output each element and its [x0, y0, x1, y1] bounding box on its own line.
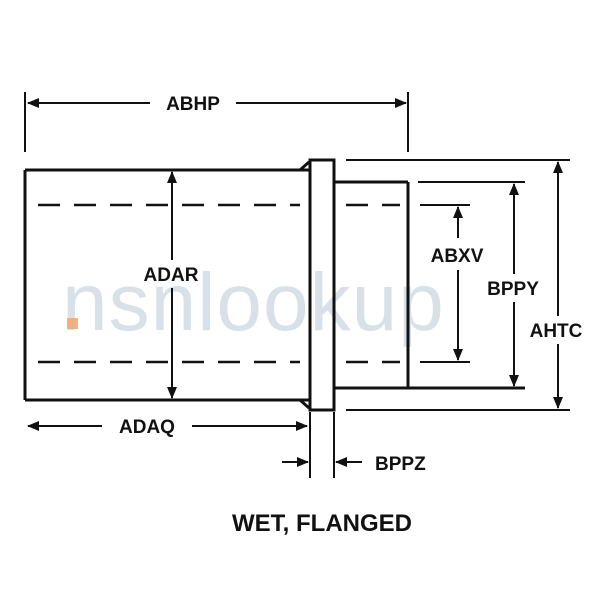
label-bppy: BPPY — [487, 279, 539, 300]
label-abhp: ABHP — [166, 94, 220, 115]
watermark: nsnlookup — [62, 257, 445, 348]
watermark-accent-dot — [67, 318, 78, 329]
watermark-text: nsnlookup — [62, 257, 445, 348]
sleeve-body — [23, 160, 310, 410]
dimension-labels: ABHP ADAR ADAQ ABXV BPPY AHTC BPPZ — [119, 94, 583, 475]
insert-body — [334, 180, 525, 390]
flange-plate — [308, 158, 336, 412]
extension-lines — [24, 92, 570, 478]
body-top-chamfer — [299, 160, 310, 172]
body-bottom-chamfer — [299, 398, 310, 410]
flange — [308, 158, 336, 412]
dimension-lines — [27, 98, 563, 467]
label-ahtc: AHTC — [530, 321, 583, 342]
diagram-caption: WET, FLANGED — [232, 510, 412, 537]
label-adar: ADAR — [144, 265, 199, 286]
label-bppz: BPPZ — [375, 454, 426, 475]
label-adaq: ADAQ — [119, 417, 175, 438]
label-abxv: ABXV — [431, 246, 484, 267]
